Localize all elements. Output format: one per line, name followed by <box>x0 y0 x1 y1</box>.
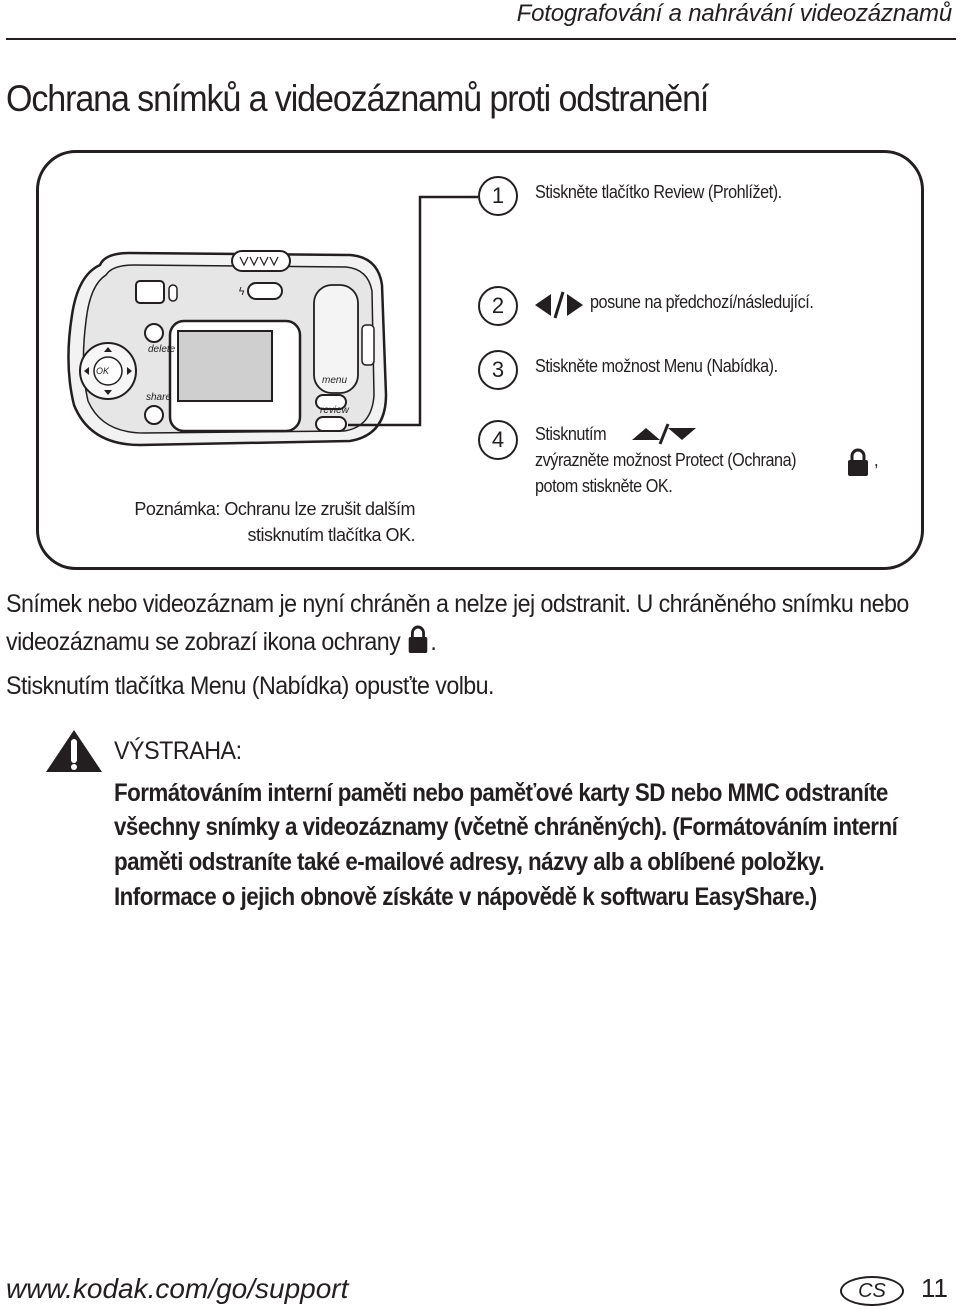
step-1-text: Stiskněte tlačítko Review (Prohlížet). <box>535 182 782 202</box>
warning-line-4: Informace o jejich obnově získáte v nápo… <box>114 883 817 911</box>
warning-line-2: všechny snímky a videozáznamy (včetně ch… <box>114 813 898 841</box>
camera-label-share: share <box>146 392 172 403</box>
warning-title: VÝSTRAHA: <box>114 737 242 765</box>
step-2-text: posune na předchozí/následující. <box>590 292 814 312</box>
left-right-arrows-icon <box>535 291 583 319</box>
protect-lock-icon <box>408 625 428 653</box>
page-title: Ochrana snímků a videozáznamů proti odst… <box>6 78 709 119</box>
step-number-1: 1 <box>478 176 518 216</box>
up-down-arrows-icon <box>632 423 696 445</box>
header-divider <box>6 38 956 40</box>
warning-icon <box>46 730 102 772</box>
camera-back-illustration: ϟ <box>67 250 388 447</box>
step-number-2: 2 <box>478 286 518 326</box>
lock-icon <box>848 448 868 476</box>
step-4-line-1: Stisknutím <box>535 424 607 444</box>
step-4-comma: , <box>874 450 879 470</box>
step-4-line-2: zvýrazněte možnost Protect (Ochrana) <box>535 450 797 470</box>
step-number-4: 4 <box>478 420 518 460</box>
body-line-1: Snímek nebo videozáznam je nyní chráněn … <box>6 590 909 618</box>
note-line-1: Poznámka: Ochranu lze zrušit dalším <box>134 499 415 519</box>
warning-line-1: Formátováním interní paměti nebo paměťov… <box>114 779 888 807</box>
section-header: Fotografování a nahrávání videozáznamů <box>516 0 953 27</box>
note: Poznámka: Ochranu lze zrušit dalším stis… <box>134 496 415 548</box>
body-line-2-end: . <box>430 628 437 656</box>
camera-label-ok: OK <box>96 366 110 376</box>
page-number: 11 <box>921 1273 948 1303</box>
body-line-2: videozáznamu se zobrazí ikona ochrany . <box>6 624 437 657</box>
warning-line-3: paměti odstraníte také e-mailové adresy,… <box>114 848 825 876</box>
camera-label-delete: delete <box>148 344 176 355</box>
step-4-line-3: potom stiskněte OK. <box>535 476 673 496</box>
instruction-panel <box>36 150 924 570</box>
step-3-text: Stiskněte možnost Menu (Nabídka). <box>535 356 778 376</box>
body-line-3: Stisknutím tlačítka Menu (Nabídka) opusť… <box>6 672 495 700</box>
body-line-2-text: videozáznamu se zobrazí ikona ochrany <box>6 628 401 656</box>
svg-text:ϟ: ϟ <box>238 285 245 298</box>
step-number-3: 3 <box>478 350 518 390</box>
note-line-2: stisknutím tlačítka OK. <box>247 525 415 545</box>
camera-label-menu: menu <box>322 375 348 386</box>
language-badge: CS <box>840 1276 904 1306</box>
camera-label-review: review <box>320 405 349 416</box>
callout-line <box>348 195 478 427</box>
support-url[interactable]: www.kodak.com/go/support <box>6 1273 349 1304</box>
